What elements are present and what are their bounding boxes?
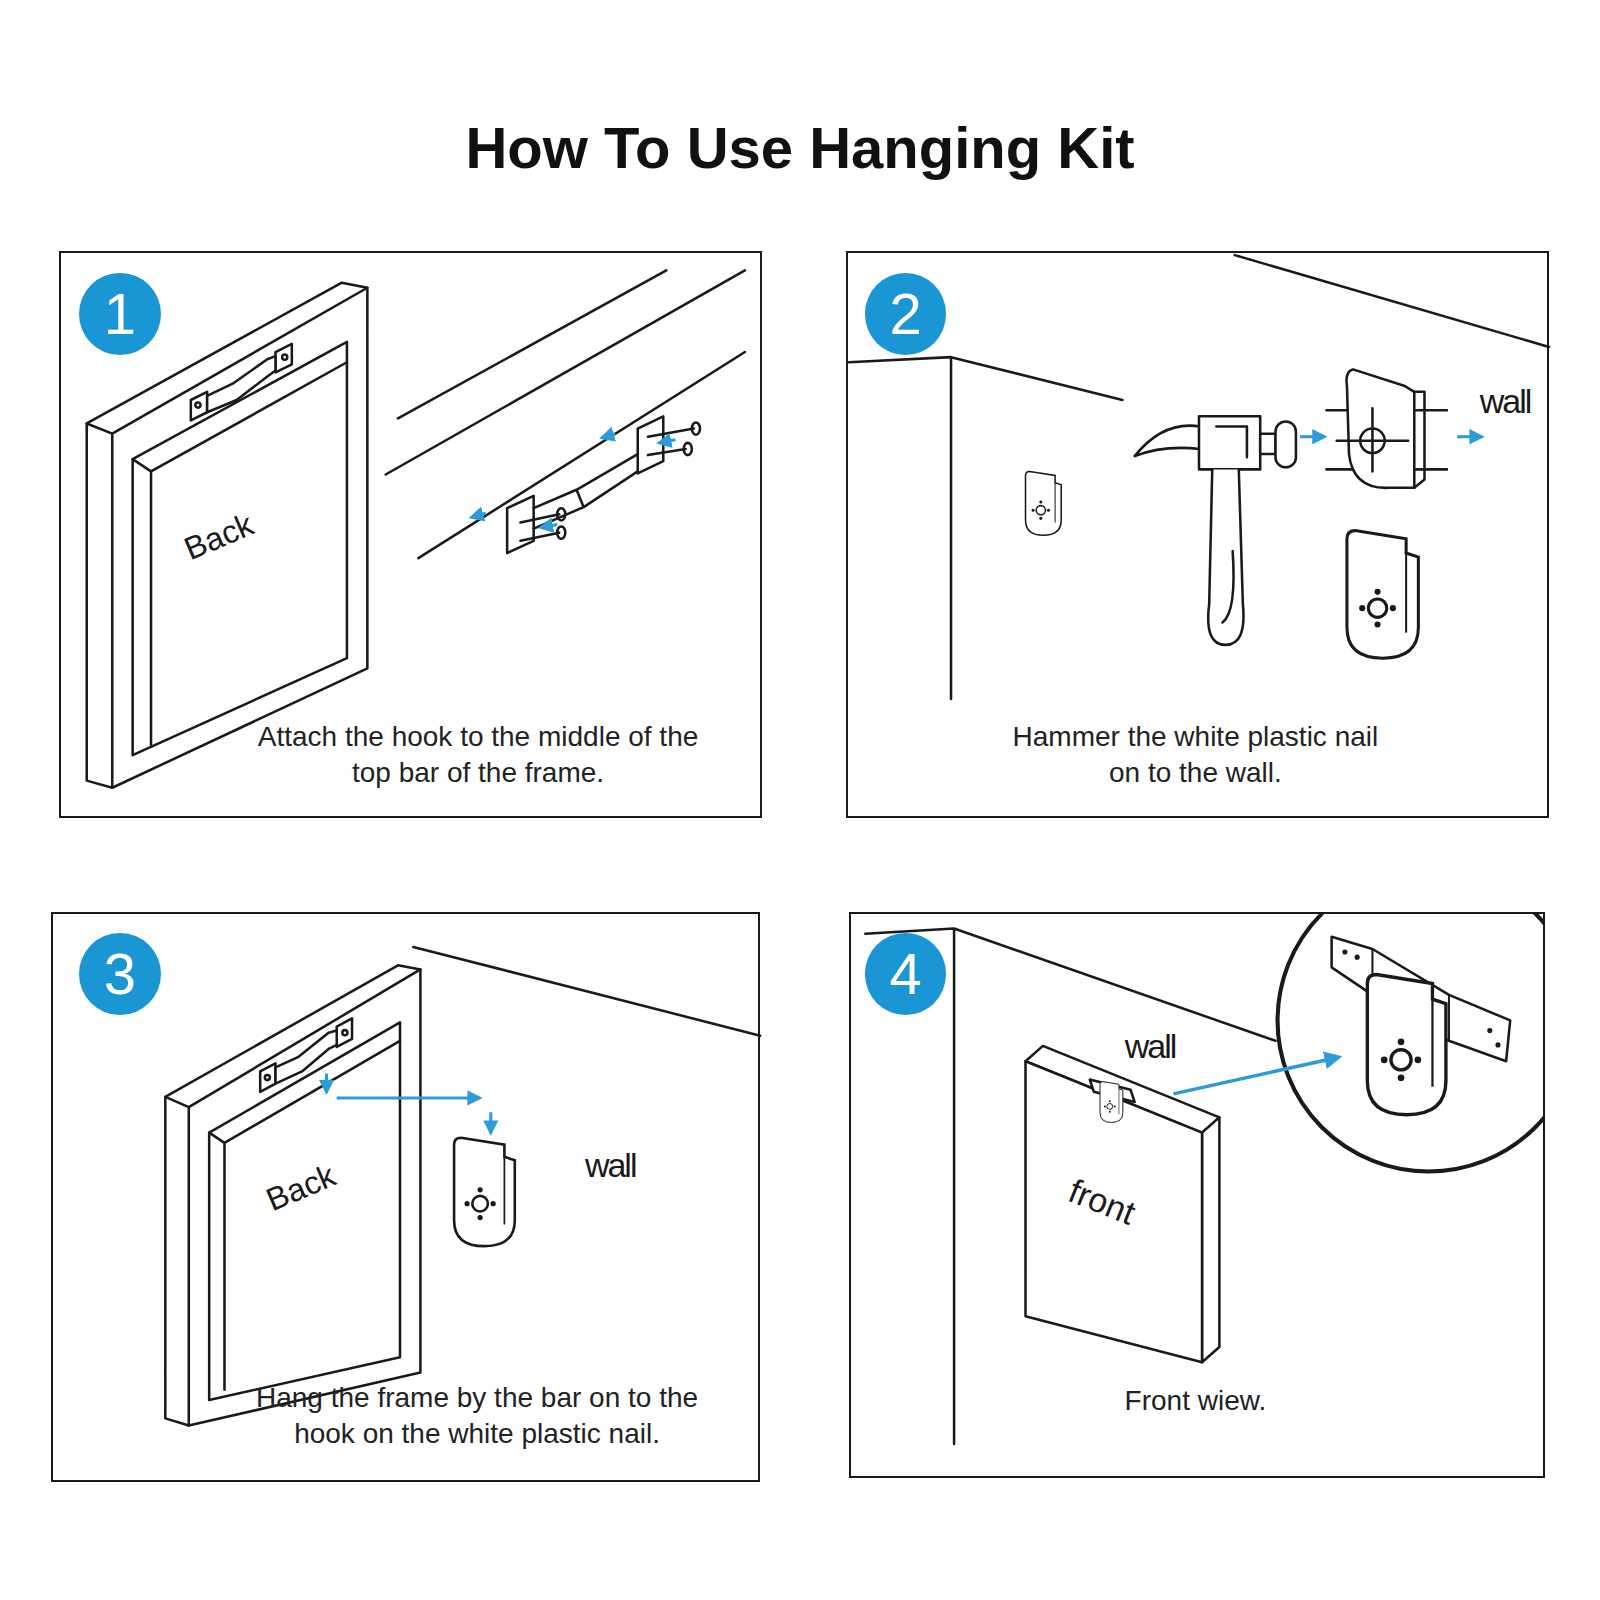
step-panel: Hang the frame by the bar on to the hook… (51, 912, 760, 1481)
step-number: 3 (104, 945, 136, 1003)
picture-frame: front (1018, 1038, 1224, 1367)
step-panel: Hammer the white plastic nail on to the … (846, 251, 1549, 818)
frame-side-label: front (1063, 1171, 1141, 1233)
step-number: 4 (889, 945, 921, 1003)
title: How To Use Hanging Kit (0, 114, 1600, 181)
step-panel: Front wiew. 4 front (849, 912, 1545, 1477)
wall-label: wall (585, 1146, 636, 1185)
step-caption: Hammer the white plastic nail on to the … (1012, 719, 1379, 791)
wall-label: wall (1480, 382, 1531, 421)
step-number-circle: 4 (865, 933, 947, 1015)
wall-label: wall (1125, 1027, 1176, 1066)
step-number-circle: 3 (79, 933, 161, 1015)
picture-frame: Back (161, 961, 426, 1430)
step-number: 1 (104, 285, 136, 343)
step-number-circle: 1 (79, 273, 161, 355)
picture-frame: Back (81, 275, 372, 790)
frame-side-label: Back (261, 1157, 341, 1219)
step-panel: Attach the hook to the middle of the top… (59, 251, 762, 818)
step-caption: Hang the frame by the bar on to the hook… (242, 1380, 711, 1452)
step-caption: Front wiew. (991, 1383, 1399, 1419)
step-caption: Attach the hook to the middle of the top… (238, 719, 718, 791)
frame-side-label: Back (179, 506, 259, 568)
step-number-circle: 2 (865, 273, 947, 355)
step-number: 2 (889, 285, 921, 343)
